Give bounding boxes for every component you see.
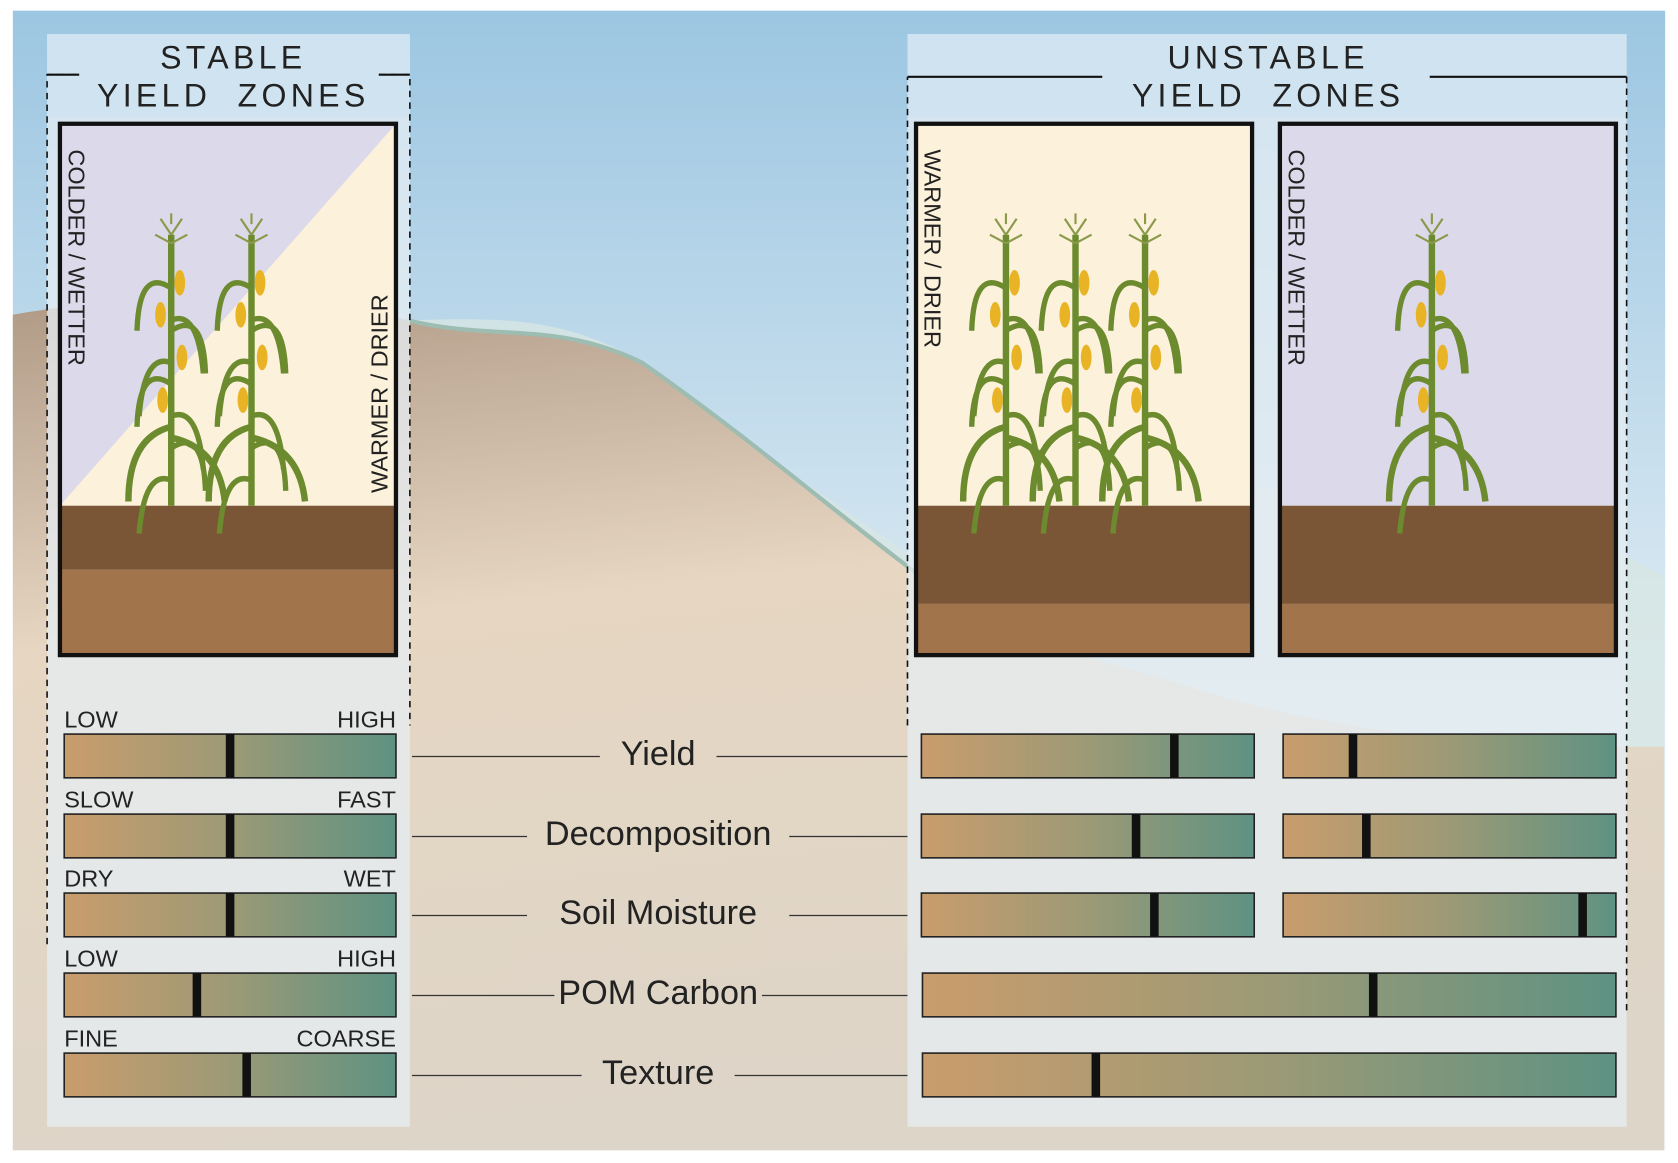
scale-high-label: COARSE — [297, 1026, 396, 1052]
unstable-title-line1: UNSTABLE — [1167, 39, 1368, 75]
scale-low-label: SLOW — [64, 787, 134, 813]
stable-texture-bar — [63, 1052, 397, 1098]
stable-right-label: WARMER / DRIER — [366, 294, 392, 493]
metric-label: Soil Moisture — [559, 894, 757, 932]
bar-marker — [1578, 893, 1587, 937]
bar-marker — [225, 814, 235, 858]
scale-low-label: LOW — [64, 946, 118, 972]
unstable-cold-soil-moisture-bar — [1282, 892, 1617, 938]
unstable-warm-box: WARMER / DRIER — [913, 121, 1255, 658]
stable-decomposition-bar — [63, 813, 397, 859]
stable-corn-plants — [125, 213, 309, 534]
unstable-warm-corn-plants — [959, 213, 1202, 534]
unstable-cold-label: COLDER / WETTER — [1283, 149, 1309, 365]
corn-plant-icon — [125, 213, 228, 534]
metric-label: Yield — [621, 735, 696, 773]
stable-left-label: COLDER / WETTER — [63, 149, 89, 365]
scale-high-label: HIGH — [337, 946, 396, 972]
scale-high-label: HIGH — [337, 707, 396, 733]
scale-low-label: LOW — [64, 707, 118, 733]
bar-marker — [1150, 893, 1159, 937]
corn-plant-icon — [1385, 213, 1489, 534]
unstable-cold-decomposition-bar — [1282, 813, 1617, 859]
bar-marker — [1348, 734, 1358, 778]
metric-label: Decomposition — [545, 815, 771, 853]
bar-marker — [242, 1053, 251, 1097]
corn-plant-icon — [1099, 213, 1202, 534]
scale-low-label: DRY — [64, 866, 114, 892]
unstable-cold-corn-plants — [1385, 213, 1489, 534]
bar-marker — [1091, 1053, 1101, 1097]
unstable-warm-soil-moisture-bar — [920, 892, 1256, 938]
unstable-cold-box: COLDER / WETTER — [1277, 121, 1619, 658]
scale-high-label: WET — [344, 866, 396, 892]
unstable-warm-yield-bar — [920, 733, 1256, 779]
stable-yield-bar — [63, 733, 397, 779]
metric-label: Texture — [602, 1054, 714, 1092]
bar-marker — [1131, 814, 1141, 858]
stable-title-line1: STABLE — [160, 39, 306, 75]
unstable-warm-label: WARMER / DRIER — [920, 149, 946, 348]
unstable-warm-decomposition-bar — [920, 813, 1256, 859]
bar-marker — [1170, 734, 1179, 778]
bar-marker — [225, 734, 235, 778]
unstable-texture-bar — [921, 1052, 1617, 1098]
bar-marker — [225, 893, 235, 937]
scale-high-label: FAST — [337, 787, 396, 813]
bracket-lines — [46, 73, 1628, 1014]
corn-plant-icon — [205, 213, 309, 534]
corn-plant-icon — [1029, 213, 1133, 534]
scale-low-label: FINE — [64, 1026, 118, 1052]
metric-label: POM Carbon — [558, 974, 758, 1012]
hill-stream-line — [406, 318, 922, 578]
bar-marker — [1368, 973, 1378, 1017]
stable-title-bg — [47, 34, 410, 118]
unstable-title-line2: YIELD ZONES — [1132, 78, 1405, 114]
bar-marker — [192, 973, 202, 1017]
stable-soil-moisture-bar — [63, 892, 397, 938]
stable-zone-box: COLDER / WETTER WARMER / DRIER — [57, 121, 399, 658]
unstable-cold-yield-bar — [1282, 733, 1617, 779]
bar-marker — [1362, 814, 1371, 858]
unstable-pom-carbon-bar — [921, 972, 1617, 1018]
stable-title-line2: YIELD ZONES — [97, 78, 370, 114]
stable-pom-carbon-bar — [63, 972, 397, 1018]
